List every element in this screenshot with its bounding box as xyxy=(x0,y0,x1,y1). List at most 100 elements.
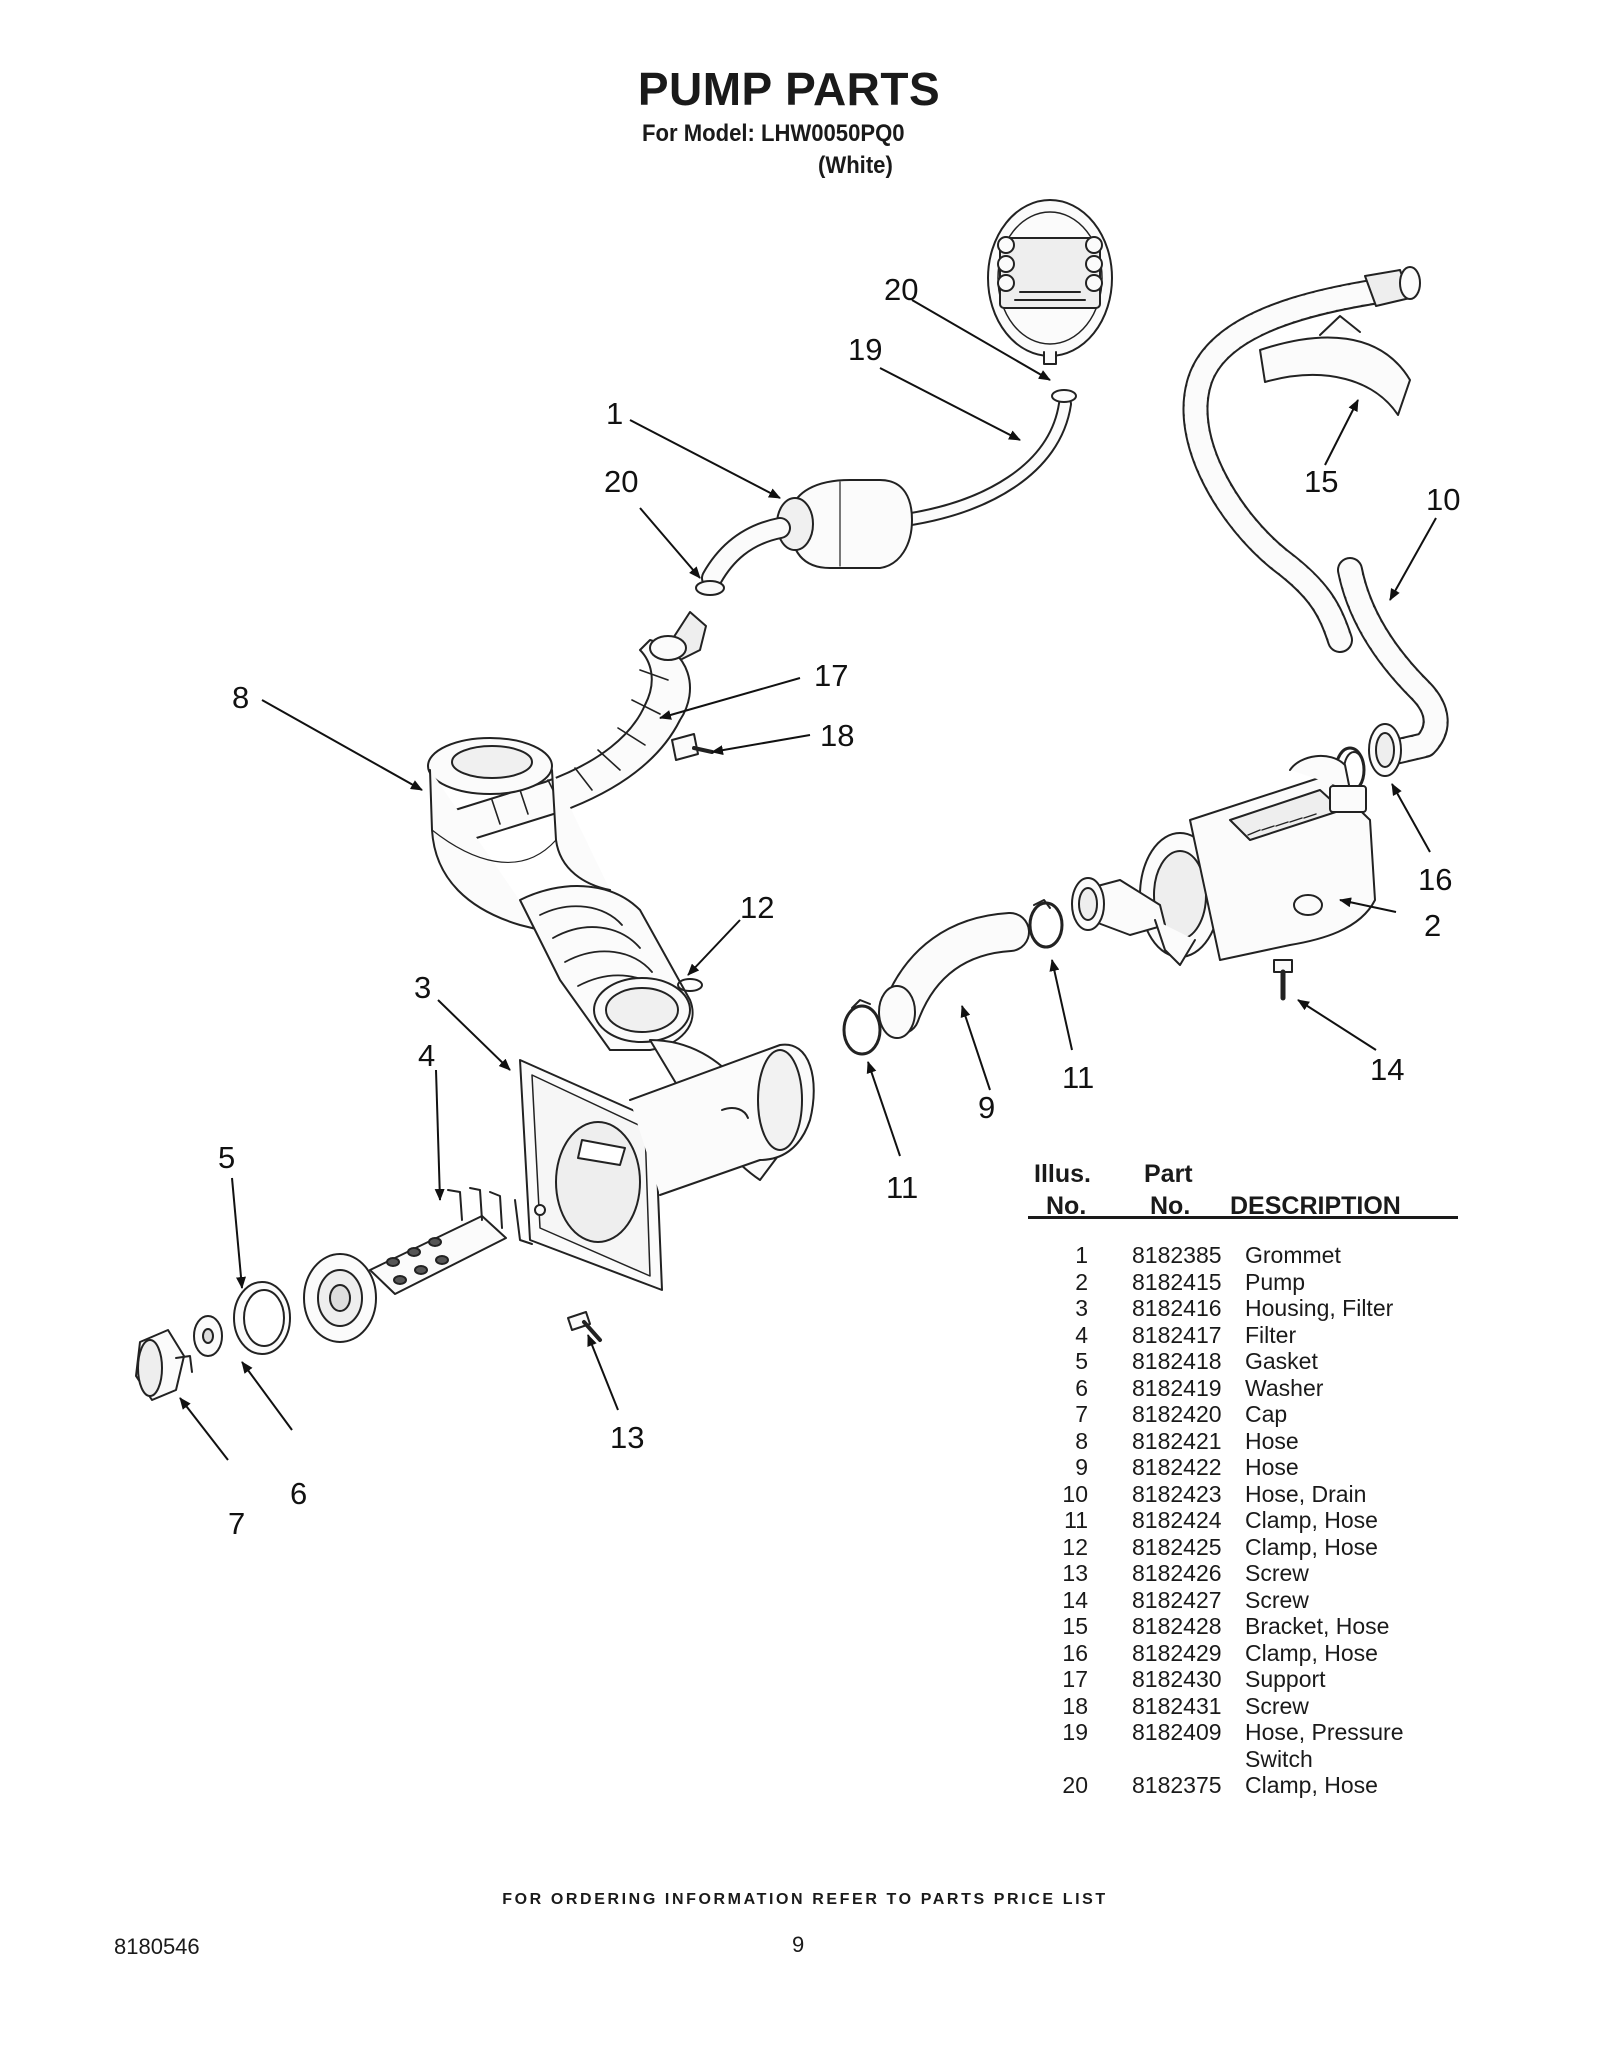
part-number: 8182421 xyxy=(1132,1427,1222,1454)
washer xyxy=(193,1315,223,1357)
illus-number: 16 xyxy=(1062,1639,1088,1666)
illus-number: 17 xyxy=(1062,1666,1088,1692)
cap xyxy=(135,1329,193,1401)
filter-housing xyxy=(514,1043,815,1291)
exploded-parts-diagram: 20 19 1 20 8 17 18 12 3 4 5 6 7 13 15 10… xyxy=(135,199,1460,1541)
clamp-11-left xyxy=(842,999,882,1056)
part-description: Clamp, Hose xyxy=(1245,1772,1378,1798)
illus-number: 14 xyxy=(1062,1586,1088,1613)
grommet xyxy=(776,479,913,569)
part-number: 8182385 xyxy=(1132,1242,1222,1268)
part-description: Bracket, Hose xyxy=(1245,1613,1390,1639)
part-description: Screw xyxy=(1245,1692,1309,1719)
ordering-note: FOR ORDERING INFORMATION REFER TO PARTS … xyxy=(502,1891,1108,1908)
part-number: 8182422 xyxy=(1132,1454,1222,1480)
part-description: Pump xyxy=(1245,1268,1306,1295)
clamp-11-right xyxy=(1028,899,1064,949)
part-number: 8182416 xyxy=(1132,1295,1222,1321)
part-description: Switch xyxy=(1245,1745,1313,1772)
part-description: Hose, Drain xyxy=(1245,1480,1367,1507)
part-number: 8182427 xyxy=(1132,1586,1222,1613)
illus-number: 6 xyxy=(1075,1374,1088,1401)
callout-6: 6 xyxy=(290,1476,307,1511)
callout-11-right: 11 xyxy=(1062,1060,1094,1095)
part-number: 8182375 xyxy=(1132,1772,1222,1798)
callout-20-top: 20 xyxy=(884,272,918,307)
illus-number: 1 xyxy=(1075,1242,1088,1268)
col-head-no-1: No. xyxy=(1046,1192,1087,1220)
illus-number: 9 xyxy=(1075,1454,1088,1480)
part-number: 8182429 xyxy=(1132,1639,1222,1666)
callout-2: 2 xyxy=(1424,908,1441,943)
hose-bracket xyxy=(1259,315,1411,416)
grommet-tube xyxy=(695,517,791,596)
illus-number: 18 xyxy=(1062,1692,1088,1719)
callout-18: 18 xyxy=(820,718,854,753)
illus-number: 5 xyxy=(1075,1348,1088,1374)
part-description: Hose, Pressure xyxy=(1245,1719,1404,1745)
filter xyxy=(303,1187,507,1343)
model-line: For Model: LHW0050PQ0 xyxy=(642,120,905,147)
illus-number: 4 xyxy=(1075,1321,1088,1348)
illus-number: 3 xyxy=(1075,1295,1088,1321)
screw-18 xyxy=(671,733,714,761)
part-description: Housing, Filter xyxy=(1245,1295,1394,1321)
part-description: Filter xyxy=(1245,1321,1297,1348)
pressure-hose xyxy=(898,389,1077,527)
callout-7: 7 xyxy=(228,1506,245,1541)
callout-11-left: 11 xyxy=(886,1170,918,1205)
callout-20-left: 20 xyxy=(604,464,638,499)
callout-numbers: 20 19 1 20 8 17 18 12 3 4 5 6 7 13 15 10… xyxy=(218,272,1460,1541)
illus-number: 13 xyxy=(1062,1560,1088,1586)
callout-13: 13 xyxy=(610,1420,644,1455)
illus-number: 11 xyxy=(1064,1507,1088,1533)
page-title: PUMP PARTS xyxy=(637,63,941,115)
color-line: (White) xyxy=(818,152,893,179)
callout-4: 4 xyxy=(418,1038,435,1073)
part-number: 8182426 xyxy=(1132,1560,1222,1586)
callout-16: 16 xyxy=(1418,862,1452,897)
part-description: Gasket xyxy=(1245,1348,1318,1374)
illus-number: 12 xyxy=(1062,1533,1088,1560)
part-number: 8182424 xyxy=(1132,1507,1222,1533)
callout-15: 15 xyxy=(1304,464,1338,499)
part-description: Screw xyxy=(1245,1586,1309,1613)
document-number: 8180546 xyxy=(114,1934,200,1959)
callout-14: 14 xyxy=(1370,1052,1404,1087)
col-head-part: Part xyxy=(1144,1160,1193,1188)
table-header-rule xyxy=(1028,1216,1458,1219)
part-number: 8182425 xyxy=(1132,1533,1222,1560)
col-head-illus: Illus. xyxy=(1034,1160,1091,1188)
clamp-12 xyxy=(677,978,703,992)
filter-hose-elbow xyxy=(427,737,791,1181)
pump xyxy=(1071,754,1376,966)
callout-10: 10 xyxy=(1426,482,1460,517)
part-number: 8182431 xyxy=(1132,1692,1222,1719)
part-description: Clamp, Hose xyxy=(1245,1507,1378,1533)
illus-number: 10 xyxy=(1062,1480,1088,1507)
part-number: 8182418 xyxy=(1132,1348,1222,1374)
col-head-no-2: No. xyxy=(1150,1192,1191,1220)
pump-hose xyxy=(878,912,1030,1039)
col-head-description: DESCRIPTION xyxy=(1230,1192,1401,1220)
screw-14 xyxy=(1273,959,1293,1001)
part-number: 8182428 xyxy=(1132,1613,1222,1639)
illus-number: 2 xyxy=(1075,1268,1088,1295)
part-description: Support xyxy=(1245,1666,1326,1692)
part-number: 8182417 xyxy=(1132,1321,1222,1348)
illus-number: 20 xyxy=(1062,1772,1088,1798)
callout-5: 5 xyxy=(218,1140,235,1175)
part-description: Hose xyxy=(1245,1454,1299,1480)
part-description: Hose xyxy=(1245,1427,1299,1454)
hose-support xyxy=(454,611,707,841)
callout-19: 19 xyxy=(848,332,882,367)
part-description: Clamp, Hose xyxy=(1245,1533,1378,1560)
callout-1: 1 xyxy=(606,396,623,431)
illus-number: 8 xyxy=(1075,1427,1088,1454)
part-description: Clamp, Hose xyxy=(1245,1639,1378,1666)
screw-13 xyxy=(567,1311,602,1342)
part-description: Screw xyxy=(1245,1560,1309,1586)
callout-3: 3 xyxy=(414,970,431,1005)
part-description: Washer xyxy=(1245,1374,1324,1401)
part-number: 8182420 xyxy=(1132,1401,1222,1427)
